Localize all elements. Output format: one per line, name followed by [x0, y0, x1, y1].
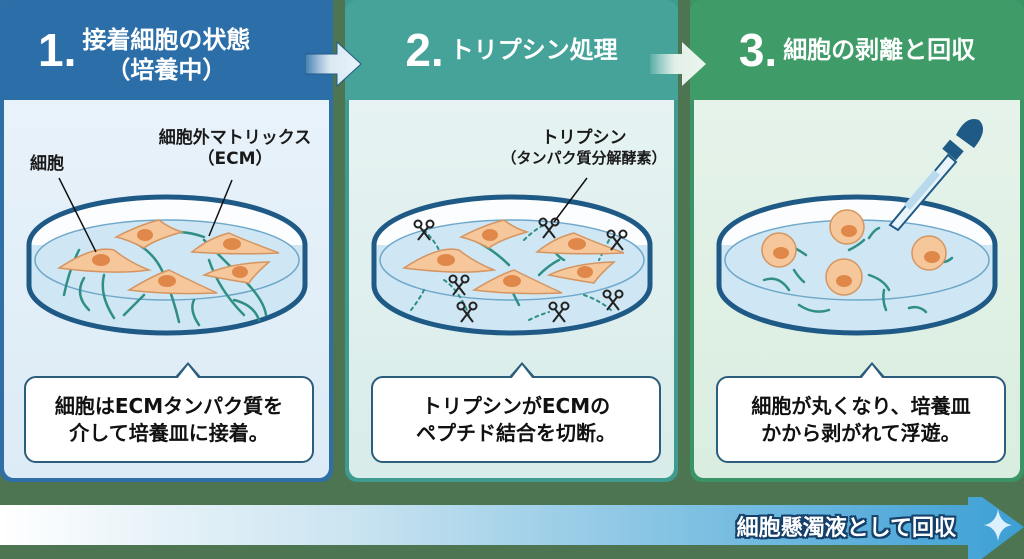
step-3-panel: 3. 細胞の剥離と回収	[690, 0, 1024, 482]
trypsin-label-line1: トリプシン	[541, 128, 627, 148]
trypsin-label: トリプシン （タンパク質分解酵素）	[499, 128, 669, 168]
step-3-title: 細胞の剥離と回収	[783, 36, 976, 64]
step-1-number: 1.	[38, 24, 77, 76]
cell-label: 細胞	[30, 154, 64, 174]
step-2-body: トリプシン （タンパク質分解酵素） トリプシンがECMの ペプチド結合を切断。	[349, 100, 674, 478]
ecm-label-line2: （ECM）	[197, 149, 273, 170]
step-1-panel: 1. 接着細胞の状態 （培養中）	[0, 0, 333, 482]
step-3-body: 細胞が丸くなり、培養皿 かから剥がれて浮遊。	[694, 100, 1020, 478]
trypsin-treatment-dish-illustration	[371, 177, 653, 336]
sparkle-icon	[984, 509, 1012, 541]
ecm-label: 細胞外マトリックス （ECM）	[140, 128, 330, 171]
step-3-header: 3. 細胞の剥離と回収	[690, 0, 1024, 100]
step-3-callout-line1: 細胞が丸くなり、培養皿	[751, 393, 971, 418]
collection-label: 細胞懸濁液として回収	[736, 516, 956, 541]
step-1-header: 1. 接着細胞の状態 （培養中）	[0, 0, 333, 100]
step-1-title-line2: （培養中）	[106, 56, 227, 84]
step-2-callout-line1: トリプシンがECMの	[421, 393, 611, 418]
ecm-label-line1: 細胞外マトリックス	[158, 128, 312, 148]
step-1-title: 接着細胞の状態 （培養中）	[82, 25, 250, 85]
step-2-panel: 2. トリプシン処理	[345, 0, 678, 482]
step-1-to-2-arrow-icon	[305, 40, 362, 88]
step-2-callout-line2: ペプチド結合を切断。	[416, 420, 616, 445]
step-2-number: 2.	[405, 24, 444, 76]
step-2-callout: トリプシンがECMの ペプチド結合を切断。	[371, 362, 661, 463]
step-2-header: 2. トリプシン処理	[345, 0, 678, 100]
step-1-callout-line1: 細胞はECMタンパク質を	[54, 393, 284, 418]
step-2-to-3-arrow-icon	[650, 42, 706, 86]
step-3-number: 3.	[738, 24, 778, 76]
step-3-callout-line2: かから剥がれて浮遊。	[761, 420, 961, 445]
adherent-cells-dish-illustration	[26, 177, 308, 336]
step-1-body: 細胞 細胞外マトリックス （ECM） 細胞はECMタンパク質を 介して培養皿に接…	[4, 100, 329, 478]
step-2-title: トリプシン処理	[449, 36, 618, 64]
step-1-title-line1: 接着細胞の状態	[82, 26, 251, 54]
step-1-callout: 細胞はECMタンパク質を 介して培養皿に接着。	[24, 362, 314, 463]
trypsin-label-line2: （タンパク質分解酵素）	[501, 149, 667, 168]
collection-arrow	[0, 497, 1024, 559]
detached-cells-dish-illustration	[716, 119, 998, 336]
pipette-icon	[888, 119, 983, 232]
step-3-callout: 細胞が丸くなり、培養皿 かから剥がれて浮遊。	[716, 362, 1006, 463]
step-1-callout-line2: 介して培養皿に接着。	[69, 420, 269, 445]
